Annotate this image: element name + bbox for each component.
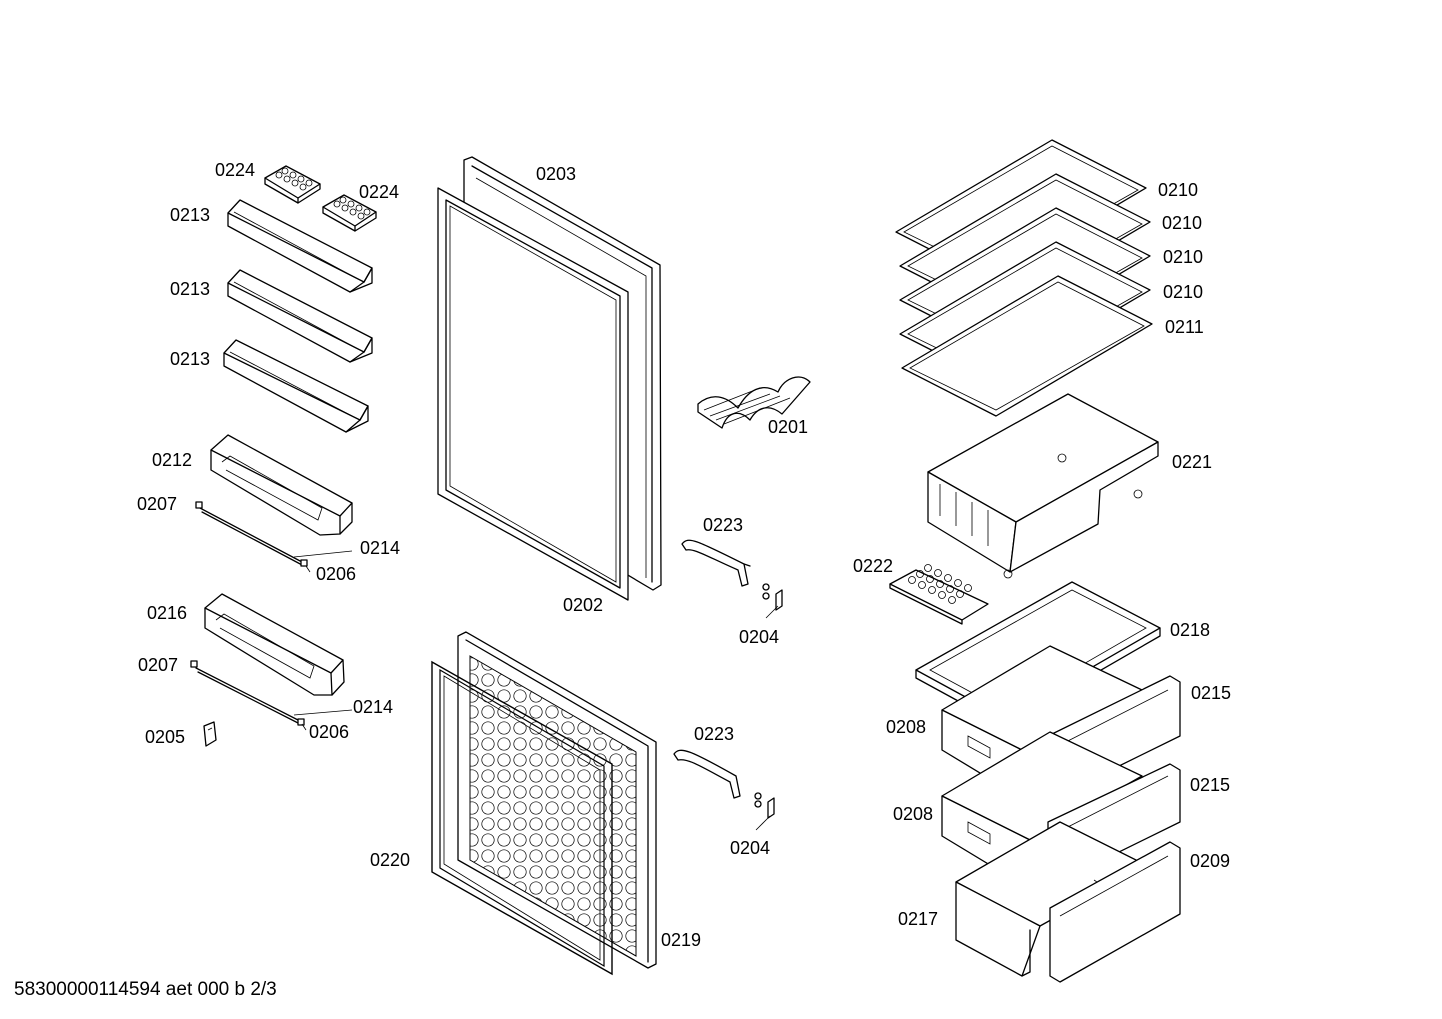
label-0202: 0202 — [563, 595, 603, 615]
screws-0204-b — [754, 792, 775, 819]
part-labels: 0224 0224 0213 0213 0213 0212 0207 0214 … — [137, 160, 1231, 950]
label-0210-c: 0210 — [1163, 247, 1203, 267]
label-0213-b: 0213 — [170, 279, 210, 299]
label-0218: 0218 — [1170, 620, 1210, 640]
label-0214-a: 0214 — [360, 538, 400, 558]
handle-0223-b — [673, 749, 741, 799]
door-seal-0220 — [431, 660, 613, 976]
label-0216: 0216 — [147, 603, 187, 623]
label-0206-b: 0206 — [309, 722, 349, 742]
freezer-door-0219 — [457, 631, 657, 969]
screws-0204-a — [762, 583, 783, 611]
label-0210-b: 0210 — [1162, 213, 1202, 233]
leader-lines — [293, 550, 779, 831]
egg-tray-0224-b — [322, 194, 377, 232]
crisper-box-0221 — [927, 393, 1159, 579]
document-code: 58300000114594 aet 000 b 2/3 — [14, 979, 277, 1000]
label-0213-c: 0213 — [170, 349, 210, 369]
label-0224-b: 0224 — [359, 182, 399, 202]
clip-0205 — [203, 721, 217, 747]
label-0211: 0211 — [1165, 317, 1204, 337]
label-0207-b: 0207 — [138, 655, 178, 675]
bottle-rack-0201 — [697, 376, 811, 429]
bottle-shelf-0212 — [210, 434, 353, 536]
drawer-front-0209 — [1049, 841, 1181, 983]
label-0220: 0220 — [370, 850, 410, 870]
door-seal-0202 — [437, 187, 629, 601]
label-0223-b: 0223 — [694, 724, 734, 744]
door-shelf-0213-c — [223, 339, 369, 433]
label-0223-a: 0223 — [703, 515, 743, 535]
label-0219: 0219 — [661, 930, 701, 950]
label-0224-a: 0224 — [215, 160, 255, 180]
label-0217: 0217 — [898, 909, 938, 929]
label-0209: 0209 — [1190, 851, 1230, 871]
label-0206-a: 0206 — [316, 564, 356, 584]
label-0215-b: 0215 — [1190, 775, 1230, 795]
door-shelf-0213-b — [227, 269, 373, 363]
handle-0223-a — [681, 539, 751, 587]
label-0221: 0221 — [1172, 452, 1212, 472]
label-0215-a: 0215 — [1191, 683, 1231, 703]
label-0203: 0203 — [536, 164, 576, 184]
ice-tray-0222 — [889, 564, 989, 625]
label-0213-a: 0213 — [170, 205, 210, 225]
label-0201: 0201 — [768, 417, 808, 437]
bottle-shelf-0216 — [204, 593, 345, 696]
label-0204-b: 0204 — [730, 838, 770, 858]
label-0208-b: 0208 — [893, 804, 933, 824]
label-0210-d: 0210 — [1163, 282, 1203, 302]
label-0210-a: 0210 — [1158, 180, 1198, 200]
label-0212: 0212 — [152, 450, 192, 470]
retainer-bar-0214-b — [190, 660, 305, 726]
label-0214-b: 0214 — [353, 697, 393, 717]
egg-tray-0224-a — [264, 165, 321, 204]
label-0207-a: 0207 — [137, 494, 177, 514]
label-0205: 0205 — [145, 727, 185, 747]
label-0222: 0222 — [853, 556, 893, 576]
glass-shelf-0211 — [901, 275, 1153, 417]
label-0208-a: 0208 — [886, 717, 926, 737]
retainer-bar-0214-a — [195, 501, 308, 567]
label-0204-a: 0204 — [739, 627, 779, 647]
door-shelf-0213-a — [227, 199, 373, 293]
